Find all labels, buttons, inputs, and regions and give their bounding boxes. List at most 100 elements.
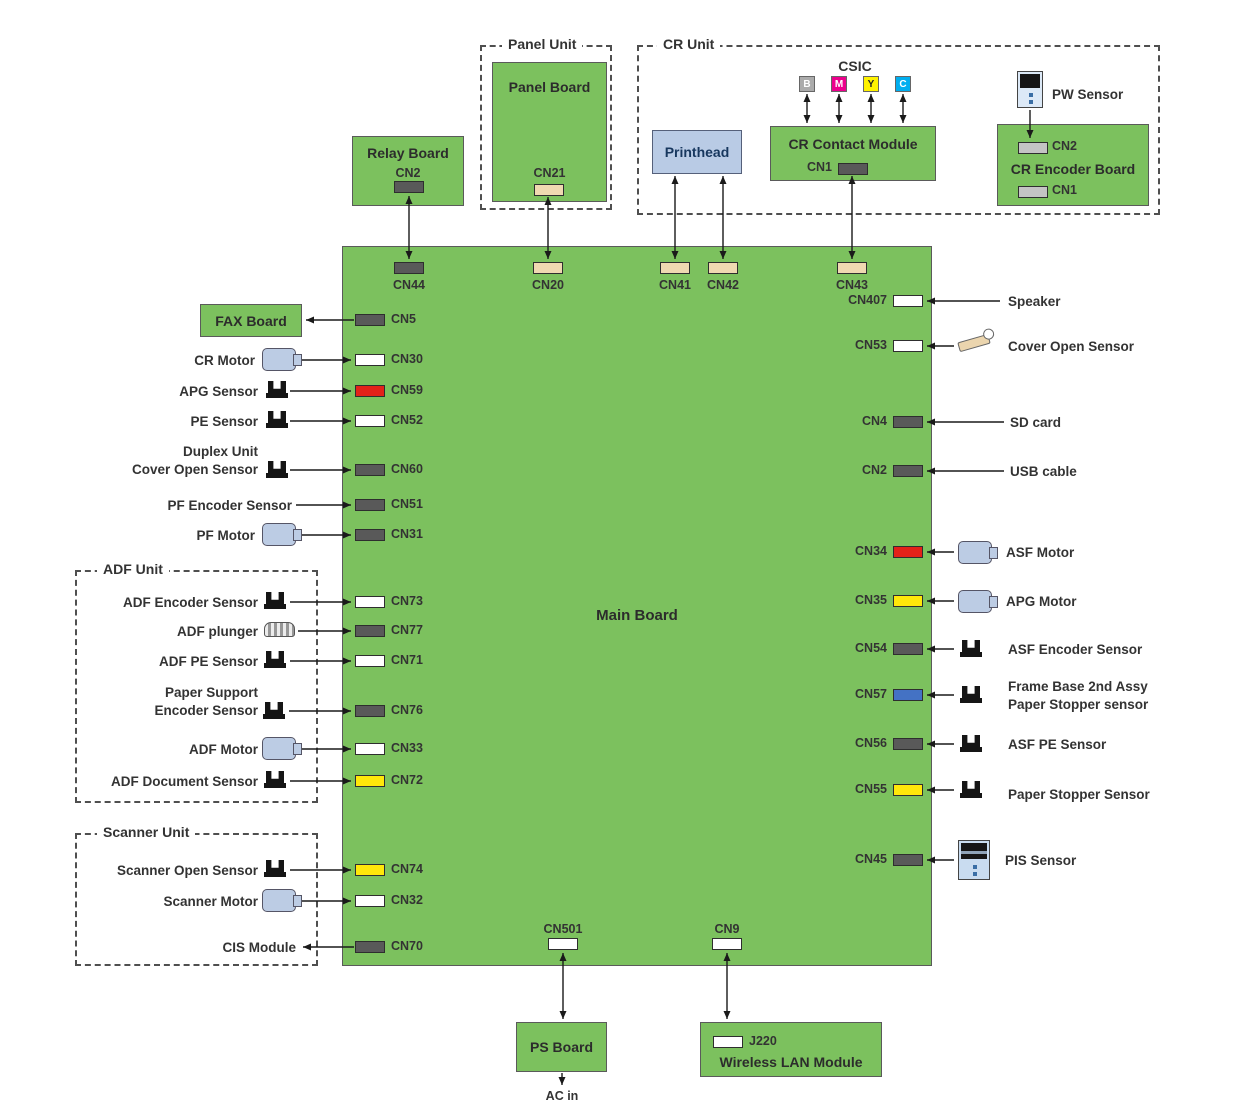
- connector-cn30: [355, 354, 385, 366]
- scanner-open-sensor-label: Scanner Open Sensor: [116, 863, 258, 878]
- cn501-label: CN501: [543, 922, 583, 936]
- connector-cn5: [355, 314, 385, 326]
- csic-title: CSIC: [838, 58, 872, 74]
- connector-cn44: [394, 262, 424, 274]
- asf-pe-sensor-label: ASF PE Sensor: [1008, 737, 1107, 752]
- connector-cr-contact-cn1: [838, 163, 868, 175]
- cn51-label: CN51: [391, 497, 423, 511]
- pw-sensor-label: PW Sensor: [1052, 87, 1124, 102]
- csic-slot-magenta: M: [831, 76, 847, 92]
- cr-encoder-cn2-label: CN2: [1052, 139, 1078, 153]
- connector-cn77: [355, 625, 385, 637]
- ac-in-label: AC in: [545, 1089, 579, 1103]
- cn53-label: CN53: [855, 338, 887, 352]
- cn74-label: CN74: [391, 862, 423, 876]
- apg-motor-icon: [958, 590, 998, 613]
- cr-motor-icon: [262, 348, 302, 371]
- cn73-label: CN73: [391, 594, 423, 608]
- connector-cn57: [893, 689, 923, 701]
- duplex-cover-open-sensor-icon: [266, 461, 288, 478]
- pf-encoder-sensor-label: PF Encoder Sensor: [167, 498, 292, 513]
- cn407-label: CN407: [848, 293, 887, 307]
- pe-sensor-label: PE Sensor: [190, 414, 258, 429]
- connector-cn53: [893, 340, 923, 352]
- apg-sensor-label: APG Sensor: [179, 384, 258, 399]
- connector-cn55: [893, 784, 923, 796]
- cr-unit-box: CR Unit: [637, 36, 1160, 215]
- cn76-label: CN76: [391, 703, 423, 717]
- cover-open-sensor-icon: [957, 333, 991, 353]
- pis-sensor-label: PIS Sensor: [1005, 853, 1077, 868]
- adf-document-sensor-label: ADF Document Sensor: [110, 774, 258, 789]
- duplex-cover-open-sensor-label: Duplex Unit Cover Open Sensor: [60, 443, 258, 479]
- cn4-label: CN4: [861, 414, 887, 428]
- connector-cn72: [355, 775, 385, 787]
- connector-cn43: [837, 262, 867, 274]
- connector-cn35: [893, 595, 923, 607]
- connector-cn70: [355, 941, 385, 953]
- sd-card-label: SD card: [1010, 415, 1062, 430]
- connector-cn51: [355, 499, 385, 511]
- cr-unit-title: CR Unit: [657, 36, 721, 52]
- connector-cn76: [355, 705, 385, 717]
- panel-board-label: Panel Board: [508, 79, 591, 95]
- paper-support-encoder-sensor-icon: [263, 702, 285, 719]
- usb-cable-label: USB cable: [1010, 464, 1077, 479]
- cr-encoder-cn1-label: CN1: [1052, 183, 1078, 197]
- connector-cn71: [355, 655, 385, 667]
- connector-cn45: [893, 854, 923, 866]
- fax-board: FAX Board: [200, 304, 302, 337]
- relay-cn2-label: CN2: [395, 166, 421, 180]
- fax-board-label: FAX Board: [215, 312, 287, 329]
- cn2-label: CN2: [861, 463, 887, 477]
- cis-module-label: CIS Module: [222, 940, 297, 955]
- cn70-label: CN70: [391, 939, 423, 953]
- connector-cn74: [355, 864, 385, 876]
- scanner-motor-icon: [262, 889, 302, 912]
- connector-relay-cn2: [394, 181, 424, 193]
- cn34-label: CN34: [855, 544, 887, 558]
- cn60-label: CN60: [391, 462, 423, 476]
- connector-cn59: [355, 385, 385, 397]
- cn71-label: CN71: [391, 653, 423, 667]
- cn5-label: CN5: [391, 312, 417, 326]
- connector-cn9: [712, 938, 742, 950]
- ps-board: PS Board: [516, 1022, 607, 1072]
- panel-unit-title: Panel Unit: [502, 36, 583, 52]
- paper-support-label-line2: Encoder Sensor: [154, 703, 258, 719]
- connector-j220: [713, 1036, 743, 1048]
- cn45-label: CN45: [855, 852, 887, 866]
- pe-sensor-icon: [266, 411, 288, 428]
- cn20-label: CN20: [532, 278, 564, 292]
- adf-pe-sensor-icon: [264, 651, 286, 668]
- cn56-label: CN56: [855, 736, 887, 750]
- cn44-label: CN44: [393, 278, 425, 292]
- cn55-label: CN55: [855, 782, 887, 796]
- frame-base-label-line2: Paper Stopper sensor: [1008, 697, 1149, 713]
- main-board: Main Board: [342, 246, 932, 966]
- cn21-label: CN21: [533, 166, 566, 180]
- cr-contact-cn1-label: CN1: [807, 160, 833, 174]
- cn77-label: CN77: [391, 623, 423, 637]
- adf-plunger-icon: [264, 622, 295, 637]
- wlan-label: Wireless LAN Module: [719, 1054, 863, 1070]
- scanner-unit-title: Scanner Unit: [97, 824, 196, 840]
- cover-open-sensor-label: Cover Open Sensor: [1008, 339, 1135, 354]
- asf-encoder-sensor-icon: [960, 640, 982, 657]
- cr-contact-label: CR Contact Module: [788, 136, 918, 152]
- adf-document-sensor-icon: [264, 771, 286, 788]
- pf-motor-label: PF Motor: [196, 528, 256, 543]
- asf-pe-sensor-icon: [960, 735, 982, 752]
- cn35-label: CN35: [855, 593, 887, 607]
- connector-cn31: [355, 529, 385, 541]
- cn52-label: CN52: [391, 413, 423, 427]
- apg-sensor-icon: [266, 381, 288, 398]
- paper-stopper-sensor-label: Paper Stopper Sensor: [1008, 787, 1150, 802]
- cr-encoder-board: CN2 CR Encoder Board CN1: [997, 124, 1149, 206]
- paper-support-encoder-sensor-label: Paper Support Encoder Sensor: [82, 684, 258, 720]
- pw-sensor-icon: [1017, 71, 1043, 108]
- printhead-box: Printhead: [652, 130, 742, 174]
- csic-slot-cyan: C: [895, 76, 911, 92]
- cr-motor-label: CR Motor: [194, 353, 255, 368]
